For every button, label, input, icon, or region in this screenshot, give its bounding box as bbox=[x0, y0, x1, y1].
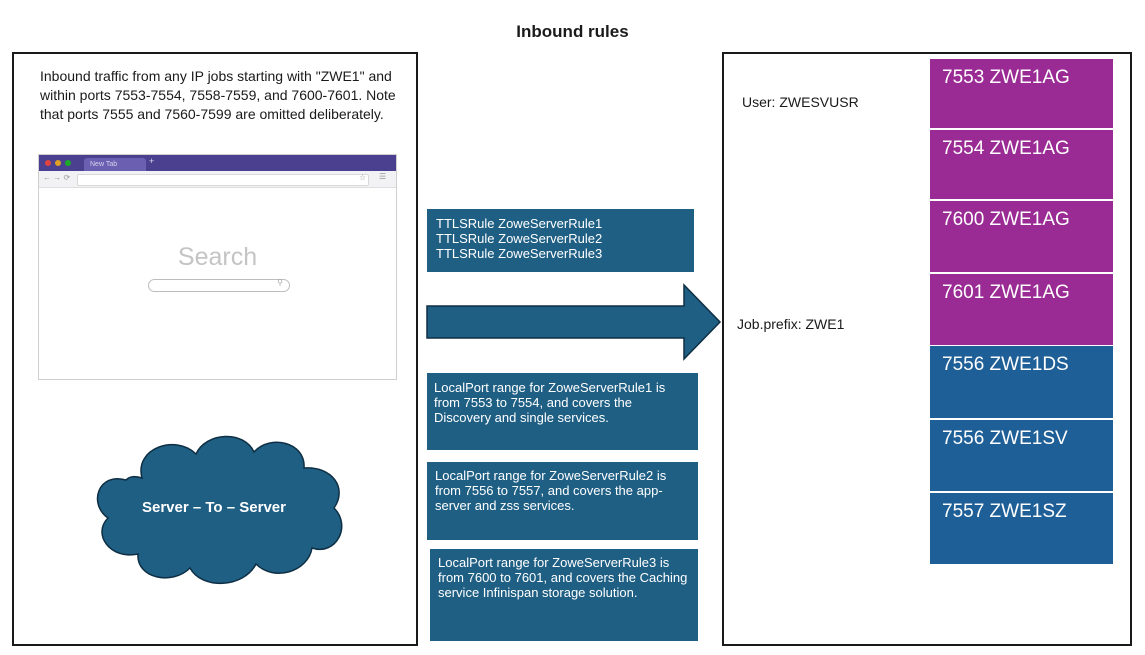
rule3-description: LocalPort range for ZoweServerRule3 is f… bbox=[430, 549, 698, 641]
browser-search-text: Search bbox=[177, 243, 258, 271]
port-7554-zwe1ag: 7554 ZWE1AG bbox=[930, 130, 1113, 199]
port-7556-zwe1ds: 7556 ZWE1DS bbox=[930, 346, 1113, 418]
server-to-server-label: Server – To – Server bbox=[142, 499, 286, 516]
nav-arrows-icon: ← → ⟳ bbox=[43, 173, 71, 182]
right-arrow bbox=[426, 283, 722, 361]
ttls-rule-2: TTLSRule ZoweServerRule2 bbox=[436, 231, 603, 246]
star-icon: ☆ bbox=[359, 173, 367, 182]
browser-mockup: New Tab + ← → ⟳ ☆ ☰ Search ⚲ bbox=[38, 154, 397, 380]
cloud-shape bbox=[96, 435, 343, 584]
ttls-rule-1: TTLSRule ZoweServerRule1 bbox=[436, 216, 603, 231]
port-7553-zwe1ag: 7553 ZWE1AG bbox=[930, 59, 1113, 128]
ttls-rules-box: TTLSRule ZoweServerRule1 TTLSRule ZoweSe… bbox=[427, 209, 694, 272]
new-tab-icon: + bbox=[149, 156, 155, 166]
maximize-dot-icon bbox=[65, 160, 71, 166]
user-label: User: ZWESVUSR bbox=[742, 94, 859, 110]
port-7557-zwe1sz: 7557 ZWE1SZ bbox=[930, 493, 1113, 564]
port-7601-zwe1ag: 7601 ZWE1AG bbox=[930, 274, 1113, 345]
port-7556-zwe1sv: 7556 ZWE1SV bbox=[930, 420, 1113, 491]
menu-icon: ☰ bbox=[379, 172, 387, 181]
left-panel: Inbound traffic from any IP jobs startin… bbox=[12, 52, 418, 646]
magnifier-icon: ⚲ bbox=[277, 278, 283, 287]
inbound-traffic-description: Inbound traffic from any IP jobs startin… bbox=[40, 68, 396, 122]
address-bar bbox=[77, 174, 369, 186]
browser-search-box: ⚲ bbox=[148, 278, 290, 292]
browser-title-bar: New Tab + bbox=[39, 155, 396, 171]
ttls-rule-3: TTLSRule ZoweServerRule3 bbox=[436, 246, 603, 261]
rule1-description: LocalPort range for ZoweServerRule1 is f… bbox=[427, 373, 698, 450]
port-7600-zwe1ag: 7600 ZWE1AG bbox=[930, 201, 1113, 272]
diagram-title: Inbound rules bbox=[516, 22, 629, 41]
rule2-description: LocalPort range for ZoweServerRule2 is f… bbox=[427, 462, 698, 540]
browser-nav-bar: ← → ⟳ ☆ ☰ bbox=[39, 171, 396, 188]
job-prefix-label: Job.prefix: ZWE1 bbox=[737, 316, 845, 332]
close-dot-icon bbox=[45, 160, 51, 166]
browser-tab: New Tab bbox=[84, 158, 146, 171]
minimize-dot-icon bbox=[55, 160, 61, 166]
